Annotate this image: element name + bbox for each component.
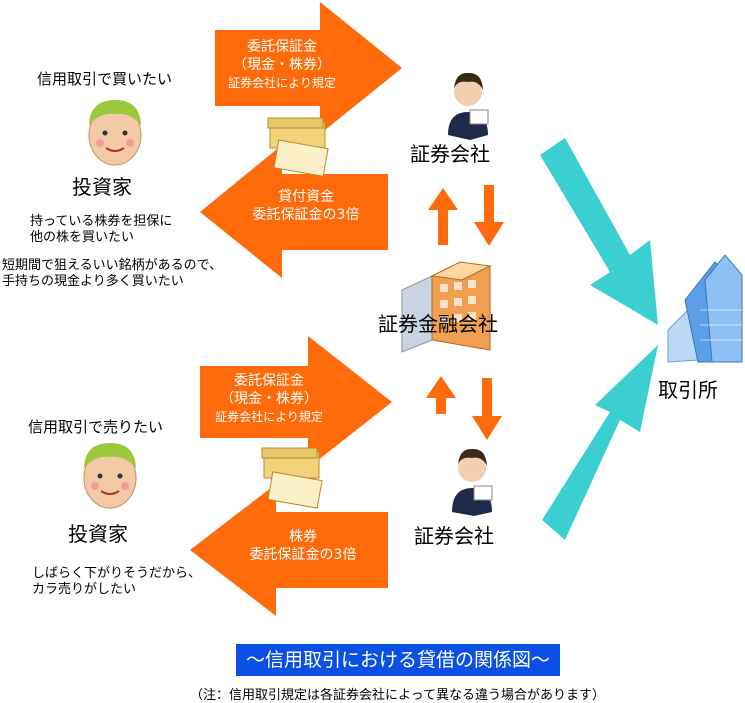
bottom-arrow-left-text: 株券 委託保証金の3倍 (228, 528, 378, 564)
top-arrow-left-text: 貸付資金 委託保証金の3倍 (232, 188, 380, 224)
top-investor-label: 投資家 (72, 175, 132, 199)
top-reason-1: 持っている株券を担保に (30, 214, 173, 229)
top-arrow-left (200, 145, 388, 278)
top-reason-4: 手持ちの現金より多く買いたい (2, 274, 184, 289)
diagram-note: （注：信用取引規定は各証券会社によって異なる違う場合があります） (190, 688, 605, 703)
teal-arrow-bottom (542, 345, 658, 540)
finance-company-label: 証券金融会社 (378, 312, 498, 336)
bottom-deposit-rule: 証券会社により規定 (215, 410, 323, 424)
bottom-deposit-title: 委託保証金 (234, 373, 304, 389)
bottom-investor-label: 投資家 (68, 522, 128, 546)
office-building-icon (401, 261, 492, 353)
top-down-arrow (474, 185, 504, 246)
exchange-tower-icon (667, 254, 743, 363)
top-up-arrow (428, 188, 458, 245)
money-bundle-icon (267, 117, 329, 177)
investor-face-icon (88, 100, 142, 166)
top-broker-label: 証券会社 (410, 142, 490, 166)
bottom-arrow-right (200, 336, 392, 468)
top-deposit-rule: 証券会社により規定 (228, 76, 336, 90)
bottom-arrow-right-text: 委託保証金 （現金・株券） 証券会社により規定 (204, 372, 334, 426)
top-deposit-title: 委託保証金 (247, 39, 317, 55)
bottom-down-arrow (472, 378, 502, 440)
businesswoman-icon (448, 72, 489, 140)
top-arrow-right (215, 2, 402, 134)
top-want-label: 信用取引で買いたい (37, 70, 173, 88)
exchange-label: 取引所 (658, 378, 718, 402)
bottom-stock-title: 株券 (289, 529, 317, 545)
top-arrow-right-text: 委託保証金 （現金・株券） 証券会社により規定 (218, 38, 346, 92)
top-loan-title: 貸付資金 (278, 189, 334, 205)
bottom-broker-label: 証券会社 (414, 524, 494, 548)
bottom-arrow-left (190, 484, 388, 616)
bottom-stock-ratio: 委託保証金の3倍 (249, 547, 357, 563)
businesswoman-icon (452, 448, 493, 516)
bottom-reason-1: しばらく下がりそうだから、 (32, 566, 202, 581)
bottom-reason-2: カラ売りがしたい (32, 582, 137, 597)
teal-arrow-top (540, 138, 658, 325)
top-reason-2: 他の株を買いたい (30, 230, 135, 245)
top-reason-3: 短期間で狙えるいい銘柄があるので、 (2, 258, 223, 273)
bottom-want-label: 信用取引で売りたい (28, 418, 164, 436)
diagram-caption: 〜信用取引における貸借の関係図〜 (236, 644, 561, 676)
bottom-up-arrow (426, 376, 456, 414)
money-bundle-icon (261, 447, 323, 509)
bottom-deposit-type: （現金・株券） (220, 391, 318, 407)
investor-face-icon (83, 443, 137, 509)
top-loan-ratio: 委託保証金の3倍 (252, 207, 360, 223)
top-deposit-type: （現金・株券） (233, 57, 331, 73)
